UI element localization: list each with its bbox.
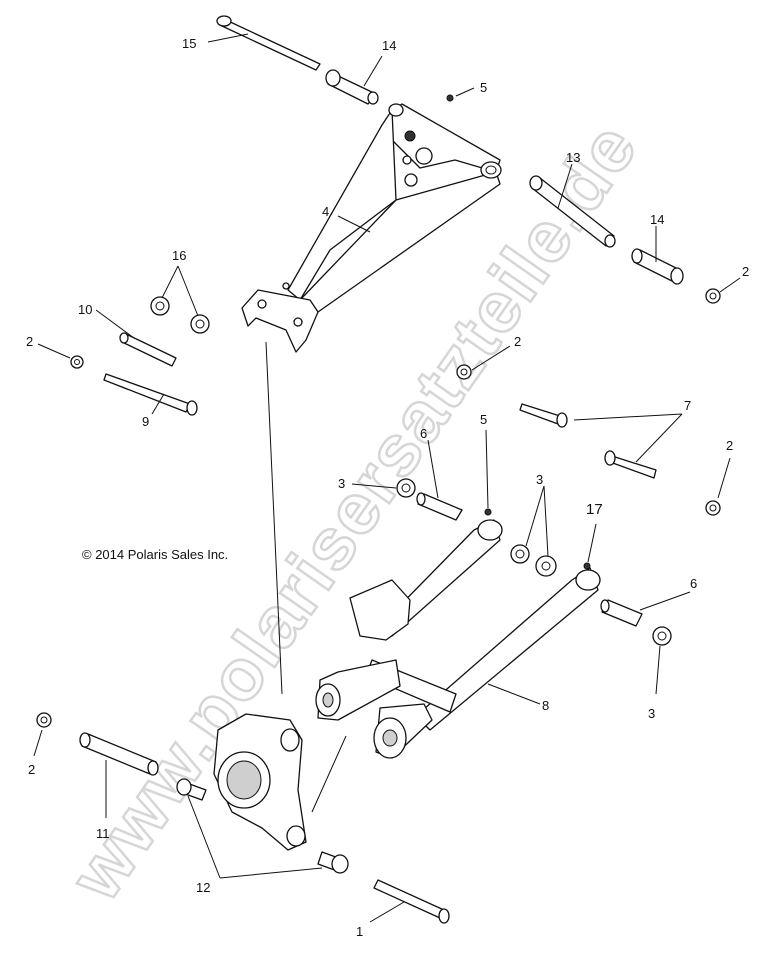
bolts-7	[519, 403, 657, 479]
bushings-12	[176, 778, 349, 874]
sleeve-6-right	[600, 599, 643, 627]
bolt-9	[103, 373, 198, 416]
callout-7: 7	[684, 398, 691, 413]
pin-11	[79, 732, 159, 776]
alignment-line-left	[265, 341, 283, 695]
bolt-1	[373, 879, 450, 924]
bearing-carrier	[213, 713, 307, 851]
callout-2-right: 2	[726, 438, 733, 453]
callout-4: 4	[322, 204, 329, 219]
bushings-3-center	[510, 544, 557, 577]
callout-3-left: 3	[338, 476, 345, 491]
alignment-line-right	[311, 735, 347, 813]
callout-2-left: 2	[26, 334, 33, 349]
bushing-14-top	[325, 69, 379, 105]
callout-1: 1	[356, 924, 363, 939]
trailing-arm-assembly	[315, 519, 601, 759]
callout-6-left: 6	[420, 426, 427, 441]
bushing-14-right	[631, 248, 684, 285]
bushing-3-left	[396, 478, 416, 498]
callout-12: 12	[196, 880, 210, 895]
callout-14-right: 14	[650, 212, 664, 227]
callout-6-right: 6	[690, 576, 697, 591]
callout-2-right-top: 2	[742, 264, 749, 279]
bolt-15	[216, 15, 321, 71]
callout-13: 13	[566, 150, 580, 165]
fitting-17	[583, 562, 591, 570]
callout-9: 9	[142, 414, 149, 429]
nut-2-right-top	[705, 288, 721, 304]
callout-3-center: 3	[536, 472, 543, 487]
callout-17: 17	[586, 501, 603, 518]
copyright-text: © 2014 Polaris Sales Inc.	[82, 547, 228, 562]
nut-2-bottom-left	[36, 712, 52, 728]
bushing-3-right	[652, 626, 672, 646]
callout-11: 11	[96, 826, 110, 841]
callout-numbers: 15 14 5 13 14 2 4 16 10 2 9 2 7 6 5 3 3 …	[26, 36, 749, 939]
callout-10: 10	[78, 302, 92, 317]
nut-2-middle	[456, 364, 472, 380]
callout-16: 16	[172, 248, 186, 263]
sleeve-6-left	[416, 492, 463, 521]
nut-2-left	[70, 355, 84, 369]
pin-10	[119, 332, 177, 367]
callout-2-bottom-left: 2	[28, 762, 35, 777]
upper-frame	[241, 103, 502, 353]
callout-5-middle: 5	[480, 412, 487, 427]
callout-5-top: 5	[480, 80, 487, 95]
nut-5-middle	[484, 508, 492, 516]
callout-15: 15	[182, 36, 196, 51]
callout-leaders	[33, 33, 741, 923]
nut-2-right	[705, 500, 721, 516]
tube-13	[529, 175, 616, 248]
nuts-16	[150, 296, 210, 334]
callout-3-right: 3	[648, 706, 655, 721]
callout-14-top: 14	[382, 38, 396, 53]
callout-2-middle: 2	[514, 334, 521, 349]
callout-8: 8	[542, 698, 549, 713]
nut-5-top	[446, 94, 454, 102]
